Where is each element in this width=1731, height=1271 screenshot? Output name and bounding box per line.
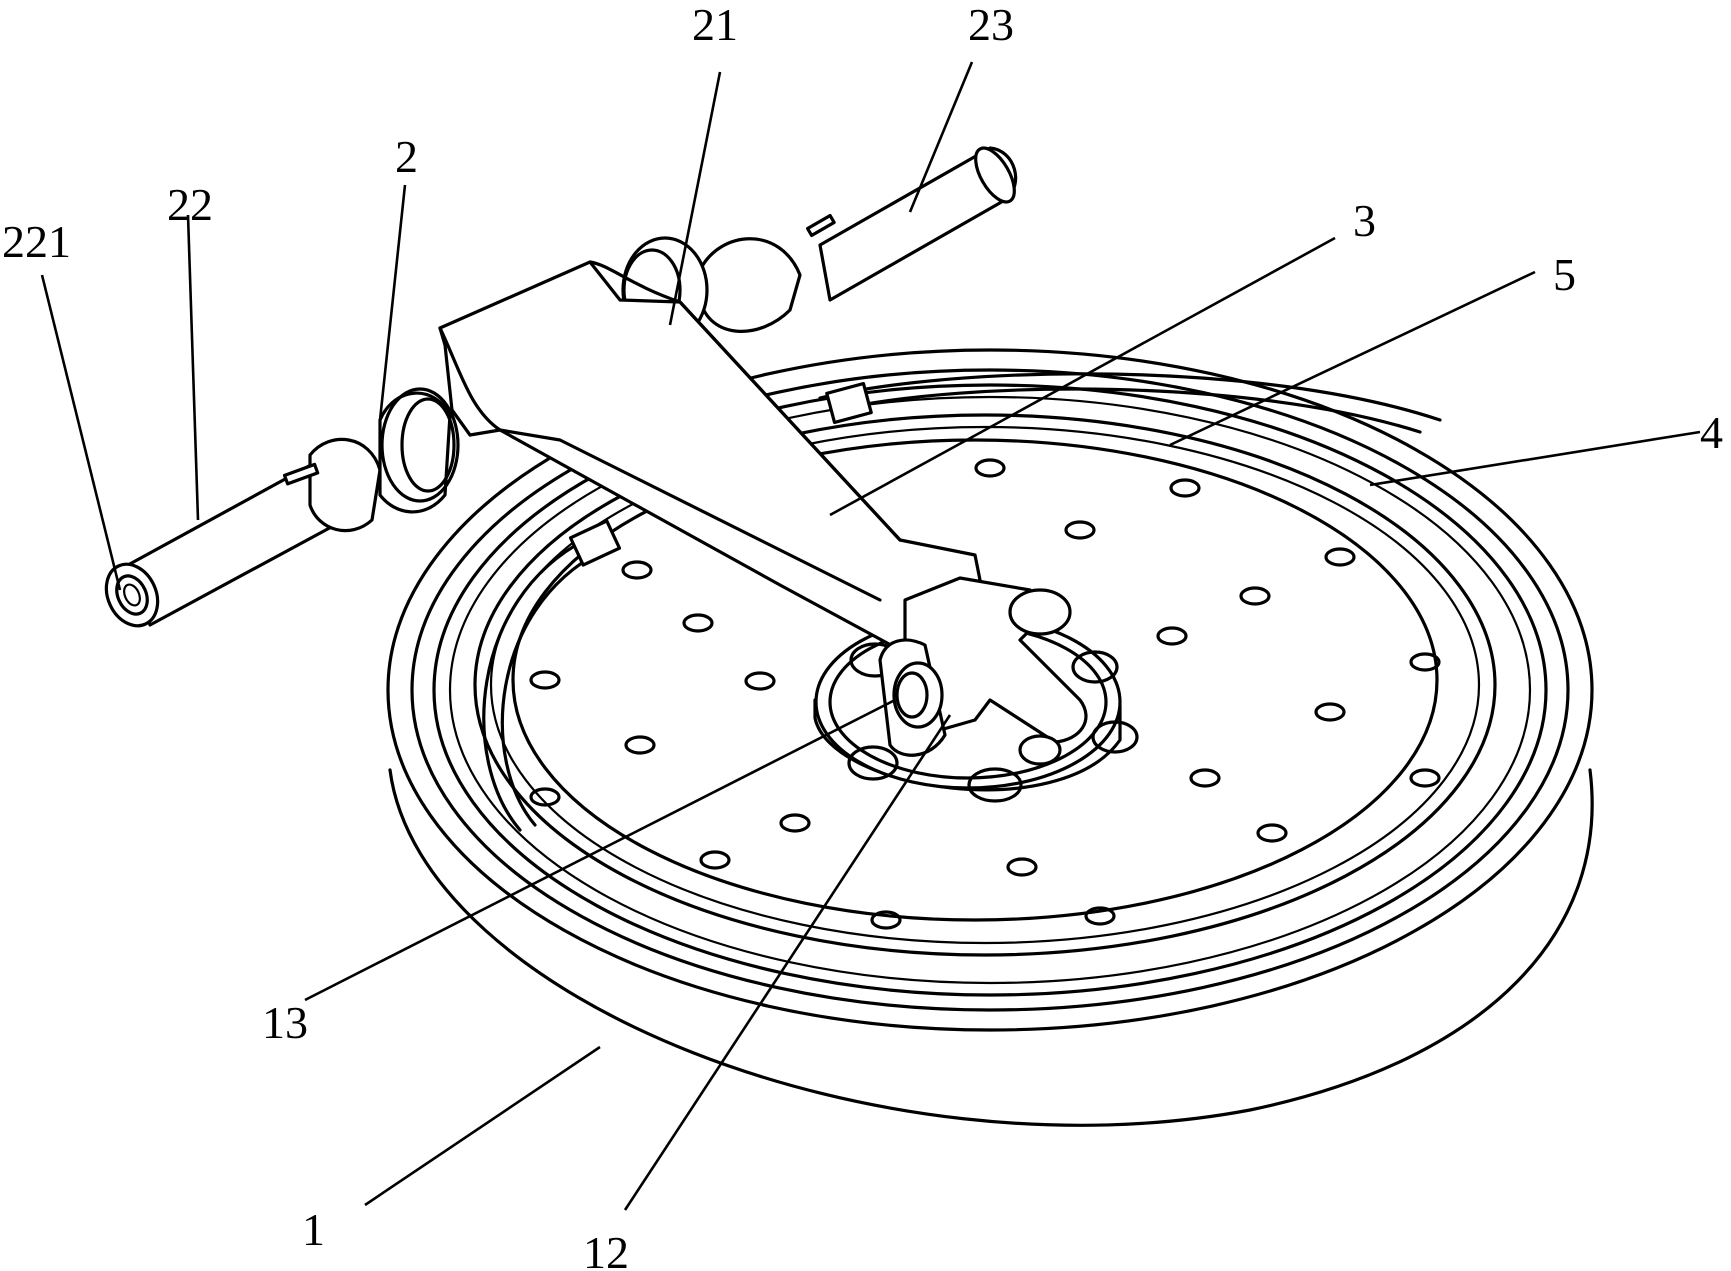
leader-5 bbox=[1169, 270, 1536, 447]
label-1: 1 bbox=[302, 1204, 325, 1255]
leader-lines bbox=[40, 61, 1701, 1211]
leader-221 bbox=[40, 274, 122, 591]
leader-4 bbox=[1369, 430, 1701, 487]
plate-holes bbox=[529, 458, 1441, 930]
label-4: 4 bbox=[1700, 407, 1723, 458]
rod-23 bbox=[698, 146, 1018, 333]
rod-22 bbox=[104, 387, 460, 628]
leader-12 bbox=[623, 714, 952, 1211]
leader-22 bbox=[186, 214, 200, 521]
leader-2 bbox=[378, 184, 407, 421]
label-221: 221 bbox=[2, 216, 71, 267]
label-22: 22 bbox=[167, 179, 213, 230]
leader-23 bbox=[908, 61, 974, 213]
label-13: 13 bbox=[262, 997, 308, 1048]
leader-13 bbox=[304, 698, 896, 1002]
label-3: 3 bbox=[1353, 195, 1376, 246]
tube bbox=[482, 372, 1442, 832]
clamp-head bbox=[878, 576, 1088, 766]
leader-21 bbox=[668, 71, 722, 326]
label-5: 5 bbox=[1553, 249, 1576, 300]
label-21: 21 bbox=[692, 0, 738, 50]
leader-1 bbox=[364, 1045, 601, 1207]
label-23: 23 bbox=[968, 0, 1014, 50]
label-2: 2 bbox=[395, 131, 418, 182]
label-12: 12 bbox=[583, 1227, 629, 1271]
leader-3 bbox=[829, 236, 1336, 517]
